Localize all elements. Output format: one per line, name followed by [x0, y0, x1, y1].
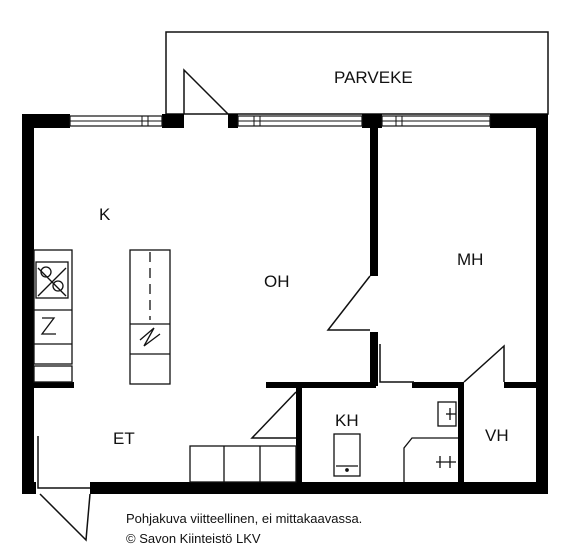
wall-top-right — [490, 114, 548, 128]
door-entrance — [37, 436, 90, 489]
wall-living-bedroom — [370, 128, 378, 276]
label-living: OH — [264, 272, 290, 291]
wardrobe — [189, 445, 297, 483]
island-cabinet — [129, 249, 171, 385]
wall-bottom-right — [90, 482, 548, 494]
kitchen-counter — [33, 249, 73, 383]
wall-bath-left — [296, 388, 302, 482]
wall-right — [536, 114, 548, 494]
door-bathroom — [250, 391, 297, 439]
door-entrance-swing — [39, 493, 91, 542]
label-bathroom: KH — [335, 411, 359, 430]
balcony-outline — [165, 31, 549, 115]
wall-bath-closet — [458, 388, 464, 482]
door-bedroom-hall — [379, 344, 414, 383]
doors — [37, 68, 505, 542]
exterior-walls — [22, 114, 548, 494]
label-bedroom: MH — [457, 250, 483, 269]
wall-top-mid-b — [228, 114, 238, 128]
wall-closet-top — [504, 382, 536, 388]
wall-top-mid-a — [162, 114, 184, 128]
door-bedroom — [326, 275, 371, 331]
wall-left — [22, 114, 34, 494]
label-closet: VH — [485, 426, 509, 445]
label-balcony: PARVEKE — [334, 68, 413, 87]
wall-bedroom-lower — [370, 332, 378, 386]
wall-kitchen-hall — [34, 382, 74, 388]
wall-top-mid-c — [362, 114, 382, 128]
sink — [40, 317, 56, 335]
stove — [35, 261, 69, 299]
wall-bath-top — [412, 382, 464, 388]
disclaimer-note: Pohjakuva viitteellinen, ei mittakaavass… — [126, 511, 363, 526]
washer — [333, 433, 361, 477]
shower-area — [403, 437, 458, 482]
door-closet — [463, 344, 505, 383]
label-hall: ET — [113, 429, 135, 448]
door-balcony — [183, 68, 229, 115]
label-kitchen: K — [99, 205, 111, 224]
wall-bottom-left — [22, 482, 36, 494]
bathroom-fixtures — [333, 401, 458, 482]
window-mullions — [70, 116, 490, 126]
copyright-note: © Savon Kiinteistö LKV — [126, 531, 261, 546]
wall-hall-bath-top — [266, 382, 376, 388]
